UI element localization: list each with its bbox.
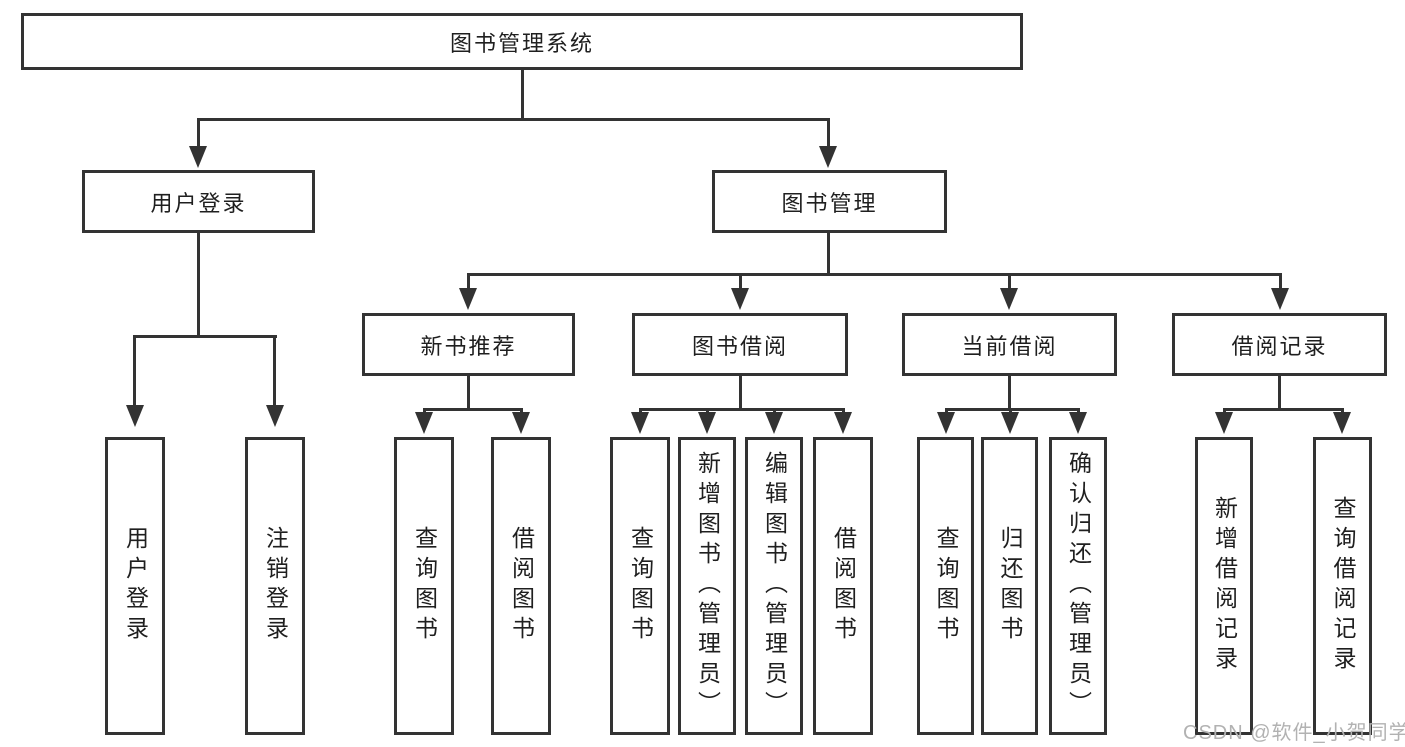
node-label: 注销登录 — [262, 526, 289, 646]
node-label: 编辑图书（管理员） — [761, 451, 788, 721]
edge-to-leaf-user-login — [133, 335, 136, 409]
csdn-watermark: CSDN @软件_小贺同学 — [1183, 722, 1405, 744]
node-current-borrow: 当前借阅 — [902, 313, 1117, 376]
leaf-query-borrow-record: 查询借阅记录 — [1313, 437, 1372, 735]
arrow-down-icon — [698, 412, 716, 434]
arrow-down-icon — [765, 412, 783, 434]
node-label: 新增借阅记录 — [1211, 496, 1238, 676]
arrow-down-icon — [459, 288, 477, 310]
edge-borrow-record-stem — [1278, 376, 1281, 408]
leaf-query-book: 查询图书 — [610, 437, 670, 735]
arrow-down-icon — [1271, 288, 1289, 310]
node-label: 确认归还（管理员） — [1065, 451, 1092, 721]
edge-to-book-management — [827, 118, 830, 150]
leaf-logout: 注销登录 — [245, 437, 305, 735]
node-new-book-recommend: 新书推荐 — [362, 313, 575, 376]
node-book-borrow: 图书借阅 — [632, 313, 848, 376]
edge-to-book-borrow — [739, 273, 742, 292]
arrow-down-icon — [819, 146, 837, 168]
leaf-edit-book-admin: 编辑图书（管理员） — [745, 437, 803, 735]
node-borrow-record: 借阅记录 — [1172, 313, 1387, 376]
leaf-borrow-book: 借阅图书 — [813, 437, 873, 735]
edge-root-branch — [197, 118, 830, 121]
leaf-confirm-return-admin: 确认归还（管理员） — [1049, 437, 1107, 735]
edge-to-current-borrow — [1008, 273, 1011, 292]
edge-new-book-stem — [467, 376, 470, 408]
arrow-down-icon — [415, 412, 433, 434]
node-book-management: 图书管理 — [712, 170, 947, 233]
node-label: 查询图书 — [933, 526, 959, 646]
leaf-query-book: 查询图书 — [917, 437, 974, 735]
leaf-add-book-admin: 新增图书（管理员） — [678, 437, 736, 735]
edge-root-stem — [521, 70, 524, 118]
node-label: 归还图书 — [997, 526, 1023, 646]
edge-book-borrow-branch — [639, 408, 844, 411]
node-label: 用户登录 — [122, 526, 149, 646]
arrow-down-icon — [1069, 412, 1087, 434]
edge-new-book-branch — [423, 408, 523, 411]
node-label: 图书管理系统 — [449, 30, 594, 56]
arrow-down-icon — [1000, 288, 1018, 310]
arrow-down-icon — [1215, 412, 1233, 434]
node-label: 查询图书 — [627, 526, 654, 646]
edge-book-management-branch — [467, 273, 1281, 276]
edge-book-borrow-stem — [739, 376, 742, 408]
leaf-borrow-book: 借阅图书 — [491, 437, 551, 735]
node-label: 用户登录 — [150, 190, 247, 216]
node-label: 借阅图书 — [830, 526, 857, 646]
arrow-down-icon — [126, 405, 144, 427]
arrow-down-icon — [512, 412, 530, 434]
node-label: 当前借阅 — [961, 333, 1058, 359]
arrow-down-icon — [631, 412, 649, 434]
node-label: 新书推荐 — [420, 333, 517, 359]
arrow-down-icon — [731, 288, 749, 310]
arrow-down-icon — [266, 405, 284, 427]
edge-current-borrow-branch — [945, 408, 1079, 411]
arrow-down-icon — [937, 412, 955, 434]
arrow-down-icon — [189, 146, 207, 168]
edge-user-login-stem — [197, 233, 200, 335]
leaf-return-book: 归还图书 — [981, 437, 1038, 735]
edge-book-management-stem — [827, 233, 830, 273]
node-label: 借阅记录 — [1231, 333, 1328, 359]
edge-current-borrow-stem — [1008, 376, 1011, 408]
edge-user-login-branch — [134, 335, 277, 338]
node-label: 借阅图书 — [508, 526, 535, 646]
leaf-query-book: 查询图书 — [394, 437, 454, 735]
node-label: 查询图书 — [411, 526, 438, 646]
edge-to-borrow-record — [1279, 273, 1282, 292]
node-label: 查询借阅记录 — [1330, 496, 1356, 676]
node-user-login: 用户登录 — [82, 170, 315, 233]
edge-to-user-login — [197, 118, 200, 150]
arrow-down-icon — [1333, 412, 1351, 434]
edge-to-leaf-logout — [273, 335, 276, 409]
arrow-down-icon — [1001, 412, 1019, 434]
node-label: 图书管理 — [781, 190, 878, 216]
node-label: 图书借阅 — [691, 333, 788, 359]
node-label: 新增图书（管理员） — [694, 451, 721, 721]
arrow-down-icon — [834, 412, 852, 434]
node-root: 图书管理系统 — [21, 13, 1023, 70]
leaf-add-borrow-record: 新增借阅记录 — [1195, 437, 1253, 735]
edge-to-new-book — [467, 273, 470, 292]
leaf-user-login: 用户登录 — [105, 437, 165, 735]
edge-borrow-record-branch — [1223, 408, 1343, 411]
